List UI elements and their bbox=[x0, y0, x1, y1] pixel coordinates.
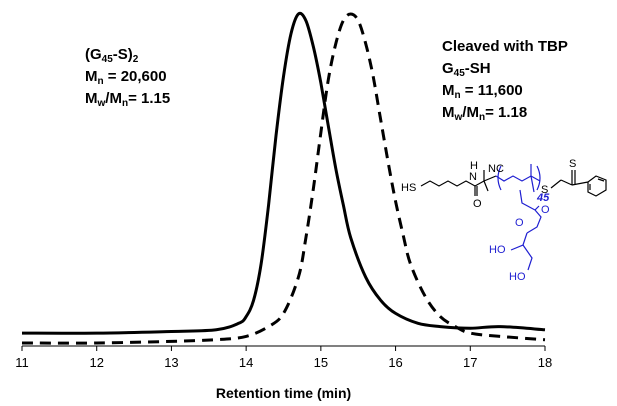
annotation-right: Cleaved with TBP G45-SH Mn = 11,600 Mw/M… bbox=[442, 36, 568, 124]
series-solid-line bbox=[21, 11, 546, 335]
left-line-1: (G45-S)2 bbox=[85, 46, 139, 65]
series-dashed-line bbox=[21, 12, 546, 345]
structure-ester-arm bbox=[510, 189, 542, 271]
atom-h: H bbox=[470, 160, 478, 172]
right-line-0: Cleaved with TBP bbox=[442, 38, 568, 55]
atom-nc: NC bbox=[488, 163, 504, 175]
structure-brackets bbox=[497, 165, 541, 191]
right-line-1: G45-SH bbox=[442, 60, 491, 79]
x-tick-label: 15 bbox=[314, 355, 328, 370]
x-tick-label: 18 bbox=[538, 355, 552, 370]
structure-atom-labels: HS H N O NC S S 45 O O HO HO bbox=[401, 158, 576, 283]
chromatogram-curves bbox=[21, 11, 546, 345]
right-line-3: Mw/Mn= 1.18 bbox=[442, 104, 528, 123]
x-tick-label: 14 bbox=[239, 355, 253, 370]
atom-s-thio: S bbox=[541, 184, 548, 196]
x-tick-label: 17 bbox=[463, 355, 477, 370]
atom-ho-1: HO bbox=[489, 244, 506, 256]
atom-o-amide: O bbox=[473, 198, 482, 210]
degree-polymerization: 45 bbox=[536, 192, 550, 204]
x-axis: 11 12 13 14 15 16 17 18 bbox=[15, 345, 552, 370]
x-tick-label: 16 bbox=[388, 355, 402, 370]
right-line-2: Mn = 11,600 bbox=[442, 82, 523, 101]
structure-black-part bbox=[420, 164, 607, 197]
x-axis-title: Retention time (min) bbox=[216, 385, 351, 401]
atom-o-carbonyl: O bbox=[541, 204, 550, 216]
annotation-left: (G45-S)2 Mn = 20,600 Mw/Mn= 1.15 bbox=[85, 44, 170, 110]
atom-o-ester: O bbox=[515, 217, 524, 229]
x-tick-label: 13 bbox=[164, 355, 178, 370]
chemical-structure bbox=[420, 164, 607, 271]
x-tick-label: 12 bbox=[89, 355, 103, 370]
atom-n: N bbox=[469, 171, 477, 183]
atom-ho-2: HO bbox=[509, 271, 526, 283]
atom-s-thione: S bbox=[569, 158, 576, 170]
atom-hs: HS bbox=[401, 182, 416, 194]
left-line-3: Mw/Mn= 1.15 bbox=[85, 90, 171, 109]
left-line-2: Mn = 20,600 bbox=[85, 68, 167, 87]
x-tick-label: 11 bbox=[15, 355, 29, 370]
